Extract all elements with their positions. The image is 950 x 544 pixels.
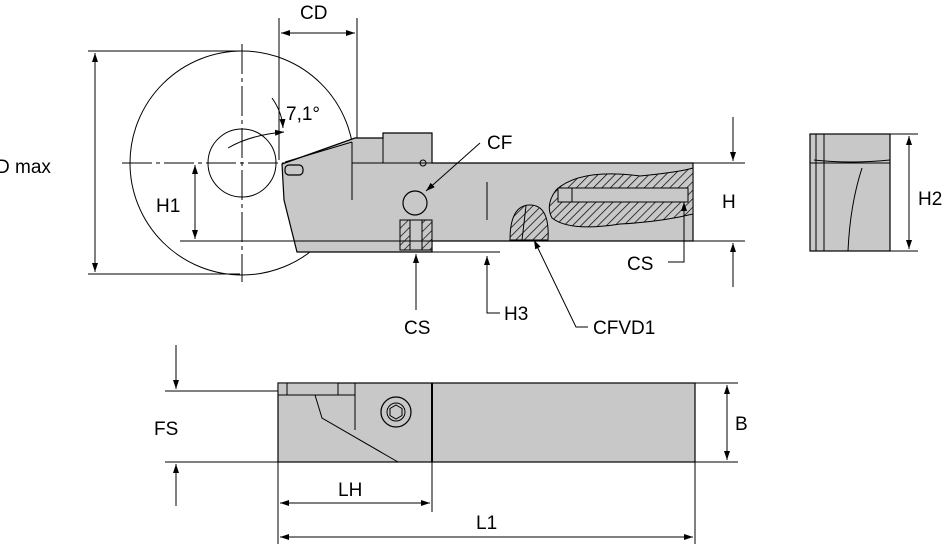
d-max-label: D max: [0, 157, 51, 178]
h1-label: H1: [156, 196, 180, 217]
angle-label: 7,1°: [286, 104, 320, 125]
lh-label: LH: [338, 480, 362, 501]
fs-label: FS: [154, 419, 178, 440]
cf-leader: [425, 142, 481, 192]
h2-label: H2: [918, 189, 942, 210]
l1-label: L1: [476, 513, 497, 534]
cs-right-label: CS: [627, 254, 653, 275]
b-dimension: [695, 382, 738, 463]
b-label: B: [735, 414, 748, 435]
cd-label: CD: [300, 3, 327, 24]
h-dimension: [693, 117, 745, 287]
cfvd1-leader: [533, 239, 588, 328]
angle-dimension: [227, 97, 286, 149]
h3-label: H3: [504, 304, 528, 325]
h1-dimension: [180, 165, 500, 242]
tool-body-top: [277, 382, 696, 463]
tool-end-view: [809, 133, 891, 252]
d-max-dimension: [88, 50, 240, 275]
cd-dimension: [278, 18, 358, 160]
l1-dimension: [280, 462, 696, 544]
cs-bottom-label: CS: [404, 318, 430, 339]
tool-body-side: [281, 132, 694, 253]
h3-dimension: [432, 251, 500, 314]
cf-label: CF: [487, 133, 512, 154]
cs-right-leader: [668, 202, 687, 263]
h2-dimension: [890, 133, 918, 252]
cfvd1-label: CFVD1: [593, 318, 655, 339]
h-label: H: [722, 192, 736, 213]
fs-dimension: [165, 345, 278, 506]
lh-dimension: [277, 462, 433, 544]
